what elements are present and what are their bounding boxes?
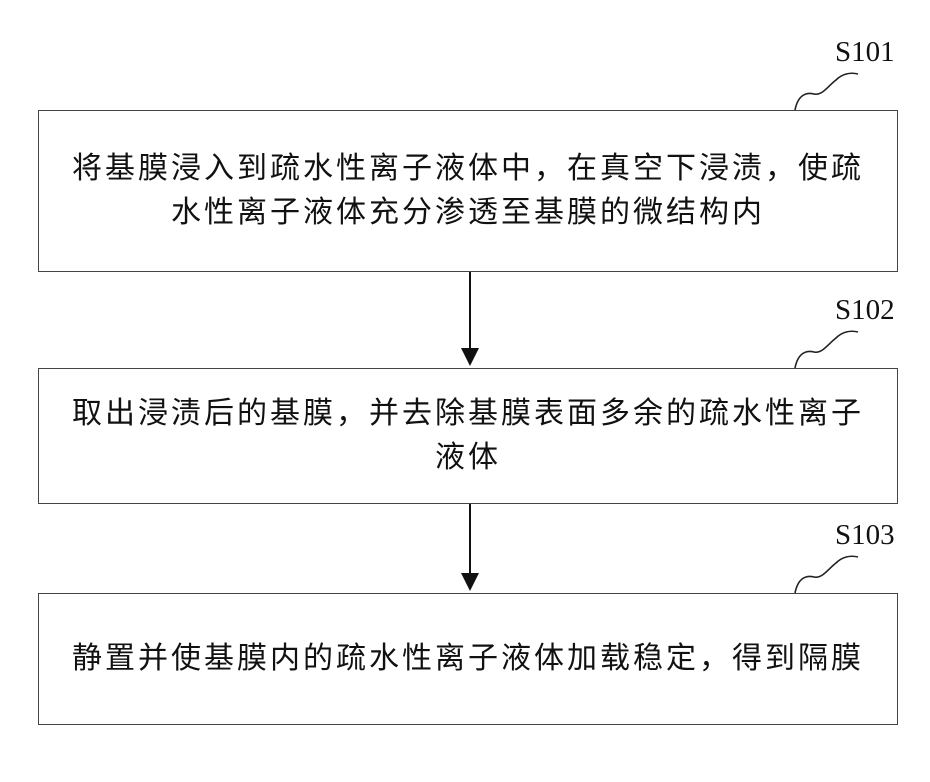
step-label-s103: S103 xyxy=(835,519,895,552)
step-text-s103: 静置并使基膜内的疏水性离子液体加载稳定，得到隔膜 xyxy=(48,637,888,681)
arrow-2-to-3-head xyxy=(461,573,479,591)
leader-line-s101 xyxy=(795,73,858,110)
step-text-s102: 取出浸渍后的基膜，并去除基膜表面多余的疏水性离子液体 xyxy=(39,392,897,480)
step-text-s101: 将基膜浸入到疏水性离子液体中，在真空下浸渍，使疏水性离子液体充分渗透至基膜的微结… xyxy=(39,147,897,235)
step-box-s102: 取出浸渍后的基膜，并去除基膜表面多余的疏水性离子液体 xyxy=(38,368,898,504)
step-box-s101: 将基膜浸入到疏水性离子液体中，在真空下浸渍，使疏水性离子液体充分渗透至基膜的微结… xyxy=(38,110,898,272)
leader-line-s102 xyxy=(795,331,858,368)
step-label-s101: S101 xyxy=(835,36,895,69)
leader-line-s103 xyxy=(795,556,858,593)
step-label-s102: S102 xyxy=(835,294,895,327)
step-box-s103: 静置并使基膜内的疏水性离子液体加载稳定，得到隔膜 xyxy=(38,593,898,725)
arrow-1-to-2-head xyxy=(461,348,479,366)
